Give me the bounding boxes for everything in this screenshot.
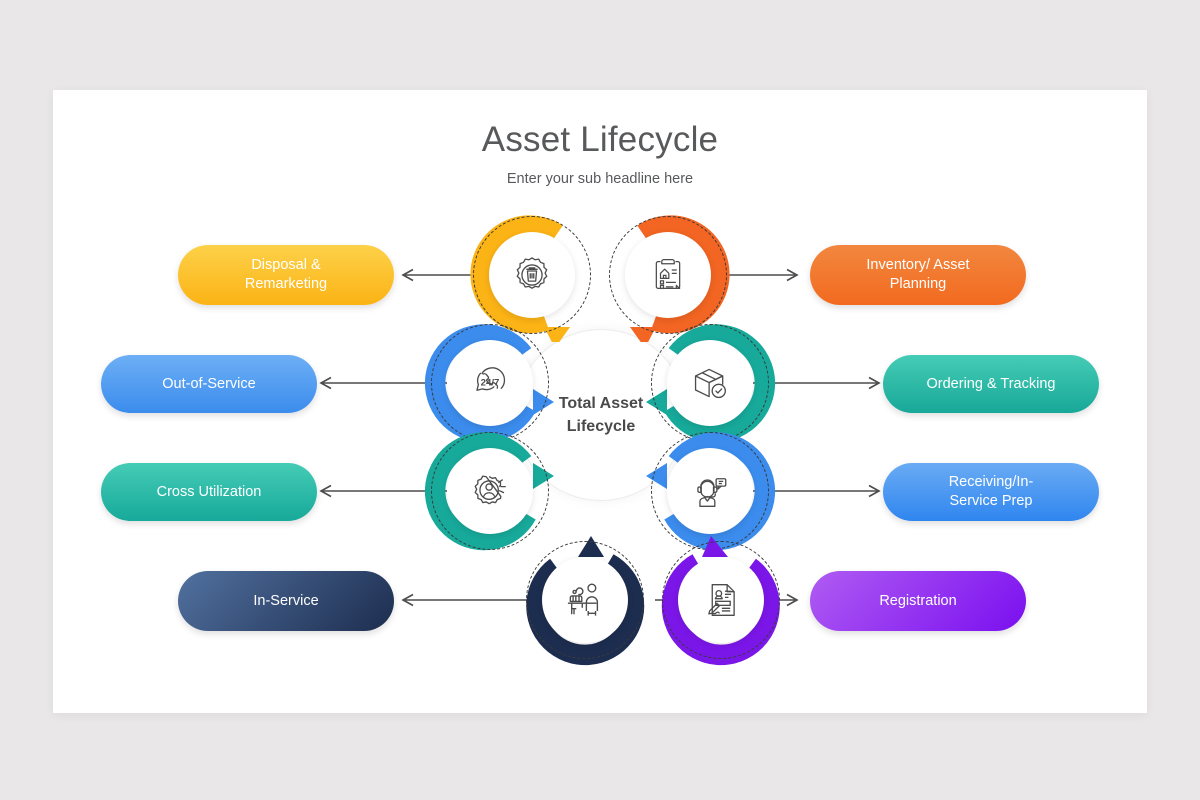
clipboard-checklist-icon — [655, 258, 681, 290]
workplace-desk-icon — [567, 583, 599, 616]
support-agent-icon — [697, 478, 727, 507]
node-ordering-tracking[interactable] — [646, 324, 776, 443]
page-title: Asset Lifecycle — [481, 120, 719, 159]
node-dashed-outline — [431, 432, 549, 550]
pill-label-line2: Planning — [889, 276, 947, 292]
node-icon-disc — [447, 448, 533, 534]
pill-ordering-tracking[interactable]: Ordering & Tracking — [883, 355, 1099, 413]
pill-label: Cross Utilization — [156, 483, 262, 500]
node-icon-disc — [542, 557, 628, 643]
node-icon-disc — [667, 340, 753, 426]
signed-document-icon — [708, 584, 735, 616]
node-in-service[interactable] — [526, 536, 645, 666]
24-7-support-icon: 24/7 — [476, 367, 506, 391]
node-icon-disc — [625, 232, 711, 318]
pill-label: Out-of-Service — [162, 375, 256, 392]
pill-label-line2: Remarketing — [244, 276, 328, 292]
package-check-icon — [694, 368, 726, 399]
node-dashed-outline — [526, 541, 644, 659]
pill-label: Ordering & Tracking — [926, 375, 1056, 392]
node-dashed-outline — [662, 541, 780, 659]
node-receiving-in-service-prep[interactable] — [646, 432, 776, 551]
node-out-of-service[interactable]: 24/7 — [424, 324, 554, 443]
node-dashed-outline — [473, 216, 591, 334]
pill-registration[interactable]: Registration — [810, 571, 1026, 631]
pill-label-line2: Service Prep — [949, 493, 1033, 509]
svg-text:24/7: 24/7 — [481, 378, 500, 389]
pill-disposal-remarketing[interactable]: Disposal & Remarketing — [178, 245, 394, 305]
center-hub-line1: Total Asset — [558, 395, 644, 412]
node-icon-disc: 24/7 — [447, 340, 533, 426]
pill-in-service[interactable]: In-Service — [178, 571, 394, 631]
node-inventory-asset-planning[interactable] — [609, 215, 730, 342]
trash-gear-icon — [516, 257, 548, 289]
node-icon-disc — [678, 557, 764, 643]
node-disposal-remarketing[interactable] — [470, 215, 591, 342]
node-dashed-outline — [609, 216, 727, 334]
pill-out-of-service[interactable]: Out-of-Service — [101, 355, 317, 413]
center-hub-line2: Lifecycle — [566, 418, 636, 435]
node-cross-utilization[interactable] — [424, 432, 554, 551]
node-icon-disc — [489, 232, 575, 318]
pill-label-line1: Disposal & — [251, 257, 321, 273]
pill-inventory-asset-planning[interactable]: Inventory/ Asset Planning — [810, 245, 1026, 305]
node-icon-disc — [667, 448, 753, 534]
slide-canvas: Asset Lifecycle Enter your sub headline … — [53, 90, 1147, 713]
pill-cross-utilization[interactable]: Cross Utilization — [101, 463, 317, 521]
pill-receiving-in-service-prep[interactable]: Receiving/In- Service Prep — [883, 463, 1099, 521]
asset-lifecycle-diagram: Total Asset Lifecycle — [53, 90, 1147, 713]
arrow-to-in-service — [401, 593, 545, 607]
pill-label-line1: Receiving/In- — [948, 474, 1034, 490]
user-gear-icon — [474, 475, 506, 505]
pill-label: In-Service — [253, 592, 319, 609]
pill-label-line1: Inventory/ Asset — [866, 257, 970, 273]
page-subtitle: Enter your sub headline here — [506, 171, 694, 187]
node-registration[interactable] — [661, 536, 780, 666]
pill-label: Registration — [879, 592, 957, 609]
